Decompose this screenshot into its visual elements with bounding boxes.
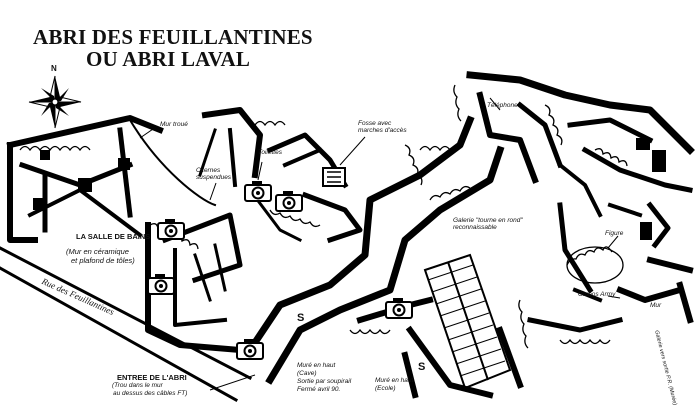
map-title-line1: ABRI DES FEUILLANTINES bbox=[33, 25, 313, 49]
label-salle-title: LA SALLE DE BAINS bbox=[76, 232, 151, 241]
label-telephone: Téléphone bbox=[487, 102, 518, 109]
label-fosse-1: Fosse avec bbox=[358, 120, 392, 127]
label-salle-2: et plafond de tôles) bbox=[71, 256, 135, 265]
label-entree-title: ENTREE DE L'ABRI bbox=[117, 373, 187, 382]
label-mure-cave-4: Fermé avril 90. bbox=[297, 386, 341, 393]
label-salle-1: (Mur en céramique bbox=[66, 247, 129, 256]
upper-right-galleries bbox=[466, 71, 695, 333]
label-mur-rond: Mur bbox=[650, 302, 662, 309]
label-fosse-2: marches d'accès bbox=[358, 127, 407, 134]
salle-de-bains-walls bbox=[145, 212, 244, 354]
left-galleries bbox=[6, 115, 217, 243]
camera-icon bbox=[244, 180, 272, 207]
exit-marker: S bbox=[418, 361, 426, 373]
pointer-arrows bbox=[139, 97, 621, 391]
label-mure-ecole-1: Muré en haut bbox=[375, 377, 414, 384]
camera-icon bbox=[385, 297, 413, 324]
label-mure-cave-3: Sortie par soupirail bbox=[297, 378, 352, 385]
staircase bbox=[405, 253, 524, 399]
camera-icon bbox=[236, 338, 264, 365]
label-entree-2: au dessus des câbles FT) bbox=[113, 390, 188, 397]
label-glubos: Glubos Army bbox=[578, 291, 616, 298]
street-outline bbox=[0, 246, 253, 403]
label-entree-1: (Trou dans le mur bbox=[112, 382, 163, 389]
compass-rose-icon bbox=[28, 75, 82, 129]
central-rooms bbox=[198, 107, 363, 244]
label-citernes-2: suspendues bbox=[196, 174, 232, 181]
label-mur-troue: Mur troué bbox=[160, 121, 188, 128]
label-galerie-1: Galerie "tourne en rond" bbox=[453, 217, 523, 224]
label-figure: Figure bbox=[605, 230, 624, 237]
label-mure-cave-2: (Cave) bbox=[297, 370, 317, 377]
map-title-line2: OU ABRI LAVAL bbox=[86, 47, 251, 71]
camera-icon bbox=[275, 190, 303, 217]
camera-icon bbox=[157, 218, 185, 245]
label-mure-ecole-2: (Ecole) bbox=[375, 385, 396, 392]
camera-icon bbox=[147, 273, 175, 300]
label-mure-cave-1: Muré en haut bbox=[297, 362, 336, 369]
label-citernes-1: Citernes bbox=[196, 167, 221, 174]
north-label: N bbox=[51, 64, 57, 73]
label-toilettes: Toilettes bbox=[258, 149, 282, 156]
entrance-marker: S bbox=[297, 312, 305, 324]
label-galerie-2: reconnaissable bbox=[453, 224, 497, 231]
